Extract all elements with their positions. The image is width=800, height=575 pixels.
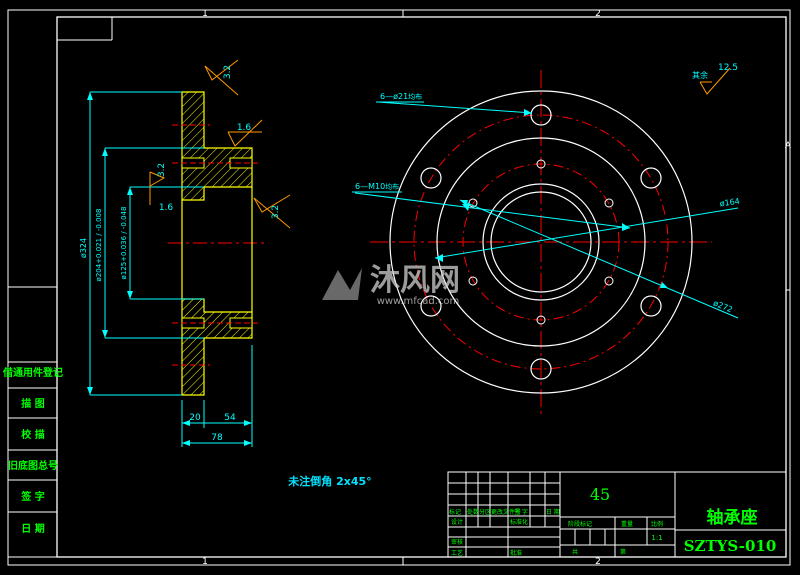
tb-hdr-mark: 标记 <box>449 508 461 516</box>
roughness-1-6-left: 1.6 <box>159 203 174 213</box>
roughness-3-2-left: 3.2 <box>157 163 167 177</box>
tb-approve: 批准 <box>510 549 522 557</box>
tb-hdr-doc: 更改文件号 <box>491 508 521 516</box>
section-bottom-half <box>181 298 253 396</box>
watermark-url: www.mfcad.com <box>377 296 460 307</box>
zone-label-bottom-2: 2 <box>595 557 601 567</box>
zone-label-bottom-1: 1 <box>202 557 208 567</box>
leader-6-m10: 6—M10均布 <box>355 182 399 191</box>
dim-d125: ø125+0.036 / -0.048 <box>120 207 128 280</box>
dim-w78: 78 <box>211 433 223 443</box>
tb-stage-mark: 阶段标记 <box>568 520 592 528</box>
tb-check: 审核 <box>451 538 463 546</box>
tb-hdr-zone: 分区 <box>479 508 491 516</box>
tb-sheet: 第 <box>620 548 626 556</box>
tb-hdr-date: 日 期 <box>546 508 560 516</box>
section-view: ø324 ø204+0.021 / -0.008 ø125+0.036 / -0… <box>79 59 738 447</box>
drawing-frame <box>7 9 791 566</box>
tb-hdr-sign: 签 字 <box>514 508 528 516</box>
strip-label-signature: 签 字 <box>20 490 44 503</box>
tapped-holes <box>468 159 614 325</box>
left-strip <box>7 361 58 558</box>
tb-material: 45 <box>590 485 610 504</box>
dim-w54: 54 <box>224 413 236 423</box>
strip-label-old-drawing-no: 旧底图总号 <box>8 459 58 472</box>
roughness-general-value: 12.5 <box>718 63 738 73</box>
hub-outer <box>436 137 646 347</box>
roughness-3-2-top: 3.2 <box>223 65 233 79</box>
watermark-brand: 沐风网 <box>370 263 460 298</box>
watermark: 沐风网 www.mfcad.com <box>322 263 460 307</box>
strip-label-date: 日 期 <box>21 522 44 535</box>
bore-b <box>490 191 592 293</box>
strip-label-trace-check: 校 描 <box>21 428 44 441</box>
roughness-general-prefix: 其余 <box>692 70 708 80</box>
tb-part-name: 轴承座 <box>707 507 758 528</box>
zone-label-top-2: 2 <box>595 9 601 19</box>
front-view: 6—ø21均布 6—M10均布 ø164 ø272 <box>352 70 740 418</box>
tb-craft: 工艺 <box>451 549 463 557</box>
tb-weight: 重量 <box>621 520 633 528</box>
strip-label-tracing: 描 图 <box>21 397 44 410</box>
roughness-1-6-top: 1.6 <box>237 123 252 133</box>
tb-scale: 1:1 <box>651 534 662 542</box>
dim-w20: 20 <box>189 413 201 423</box>
strip-label-common-parts: 借通用件登记 <box>2 366 63 379</box>
tb-ratio: 比例 <box>651 520 663 528</box>
tb-drawing-no: SZTYS-010 <box>684 537 777 555</box>
zone-label-top-1: 1 <box>202 9 208 19</box>
outer-rim <box>389 90 693 394</box>
tb-hdr-count: 处数 <box>467 508 479 516</box>
dim-d164: ø164 <box>719 197 740 209</box>
title-block <box>447 471 787 558</box>
zone-label-right-a: A <box>785 141 792 151</box>
roughness-3-2-right: 3.2 <box>271 205 281 219</box>
dim-d324: ø324 <box>79 238 88 258</box>
dim-d204: ø204+0.021 / -0.008 <box>95 209 103 282</box>
bore-a <box>482 183 600 301</box>
tb-design: 设计 <box>451 518 463 526</box>
large-holes <box>420 104 662 380</box>
leader-6-d21: 6—ø21均布 <box>380 92 422 101</box>
section-top-half <box>181 91 253 201</box>
chamfer-note: 未注倒角 2x45° <box>287 474 371 488</box>
tb-standard: 标准化 <box>510 518 528 526</box>
tb-sheets: 共 <box>572 548 578 556</box>
